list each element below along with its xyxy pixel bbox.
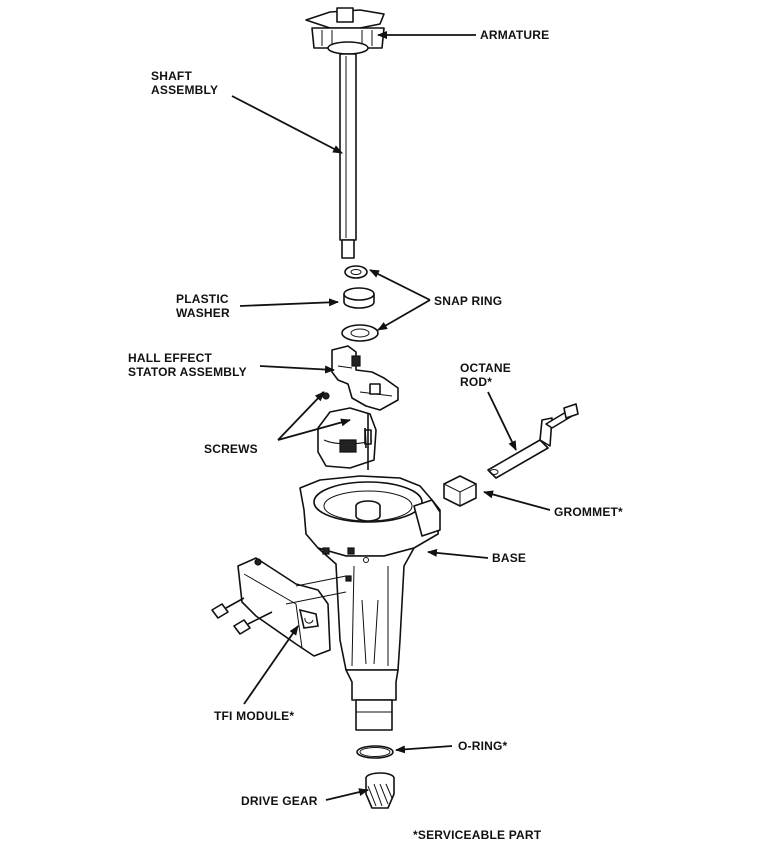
- label-shaft-line1: SHAFT: [151, 69, 192, 83]
- leader-lines: [231, 31, 551, 801]
- o-ring-part: [356, 745, 394, 759]
- octane-rod-part: [487, 403, 579, 479]
- grommet-part: [443, 475, 477, 507]
- label-plastic-line2: WASHER: [176, 306, 230, 320]
- label-octane-line1: OCTANE: [460, 361, 511, 375]
- label-hall-line1: HALL EFFECT: [128, 351, 212, 365]
- label-octane-line2: ROD*: [460, 375, 492, 389]
- label-screws: SCREWS: [204, 442, 258, 456]
- snap-ring-top: [344, 265, 368, 279]
- label-armature: ARMATURE: [480, 28, 549, 42]
- label-o-ring: O-RING*: [458, 739, 508, 753]
- label-drive-gear: DRIVE GEAR: [241, 794, 318, 808]
- label-tfi-module: TFI MODULE*: [214, 709, 294, 723]
- armature-part: [305, 7, 385, 55]
- tfi-module-part: [211, 557, 347, 657]
- shaft-assembly-part: [339, 53, 357, 259]
- footnote-serviceable-part: *SERVICEABLE PART: [413, 828, 542, 842]
- base-part: [299, 475, 441, 731]
- drive-gear-part: [365, 772, 395, 809]
- snap-ring-lower: [341, 324, 379, 342]
- label-snap-ring: SNAP RING: [434, 294, 502, 308]
- hall-effect-stator-part: [317, 345, 399, 470]
- label-grommet: GROMMET*: [554, 505, 623, 519]
- label-base: BASE: [492, 551, 526, 565]
- label-hall-line2: STATOR ASSEMBLY: [128, 365, 247, 379]
- plastic-washer-part: [343, 287, 375, 309]
- label-shaft-line2: ASSEMBLY: [151, 83, 218, 97]
- label-plastic-line1: PLASTIC: [176, 292, 229, 306]
